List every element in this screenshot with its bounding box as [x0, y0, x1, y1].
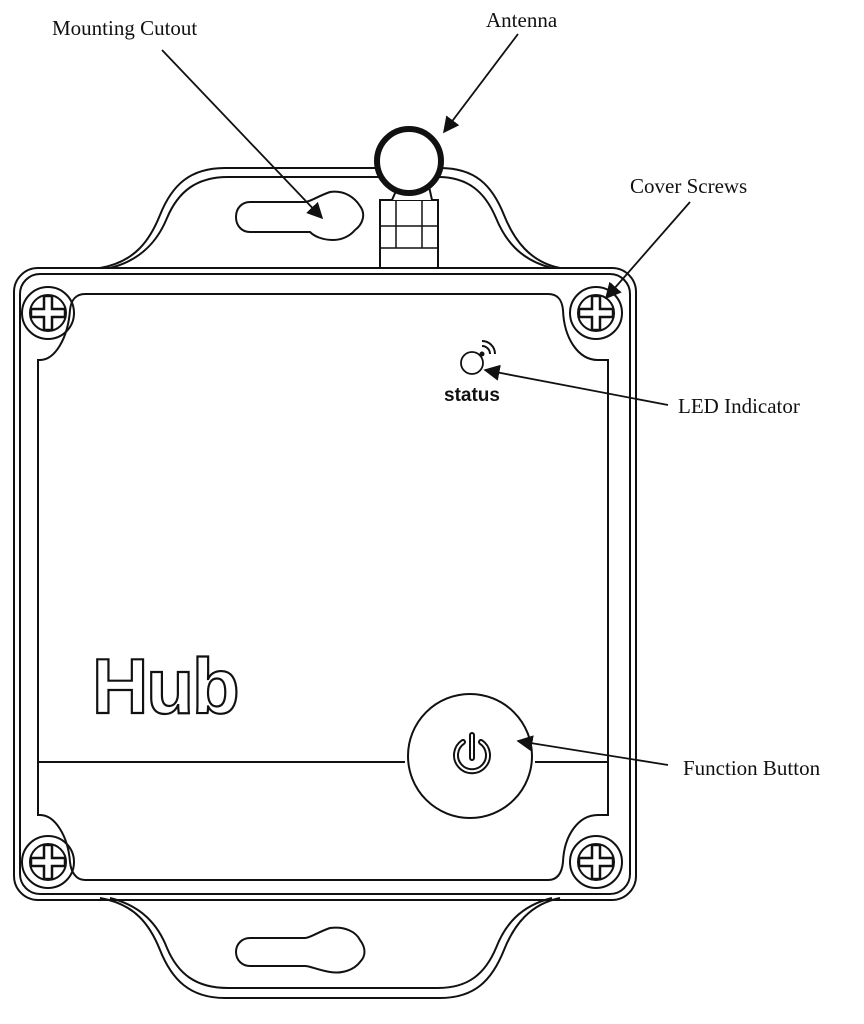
function-button[interactable] [407, 693, 533, 819]
status-label: status [444, 385, 500, 406]
leader-lines [161, 33, 691, 766]
callout-led-indicator: LED Indicator [678, 394, 800, 418]
top-mounting-cutout [234, 190, 365, 242]
callout-antenna: Antenna [486, 8, 558, 32]
screw-icon [577, 294, 615, 332]
antenna-nut [379, 199, 439, 269]
leader-led-indicator [483, 364, 669, 406]
antenna [374, 126, 444, 269]
bottom-mounting-cutout [234, 926, 366, 974]
leader-cover-screws [604, 201, 691, 300]
screw-top-left [21, 286, 75, 340]
leader-function-button [516, 735, 669, 766]
screw-icon [577, 843, 615, 881]
callout-function-button: Function Button [683, 756, 821, 780]
top-mounting-tab [99, 167, 561, 269]
callout-cover-screws: Cover Screws [630, 174, 747, 198]
screw-bottom-left [21, 835, 75, 889]
enclosure-lid [37, 293, 609, 881]
hub-brand-label: Hub [92, 642, 238, 730]
enclosure [13, 267, 637, 901]
screw-top-right [569, 286, 623, 340]
power-icon-inner [455, 734, 489, 773]
antenna-cap-icon [374, 126, 444, 196]
leader-antenna [443, 33, 519, 134]
led-indicator: status [444, 340, 500, 406]
callout-mounting-cutout: Mounting Cutout [52, 16, 197, 40]
bottom-mounting-tab [99, 897, 561, 999]
screw-icon [29, 294, 67, 332]
leader-mounting-cutout [161, 49, 324, 220]
screw-bottom-right [569, 835, 623, 889]
wifi-signal-icon [479, 340, 496, 357]
screw-icon [29, 843, 67, 881]
